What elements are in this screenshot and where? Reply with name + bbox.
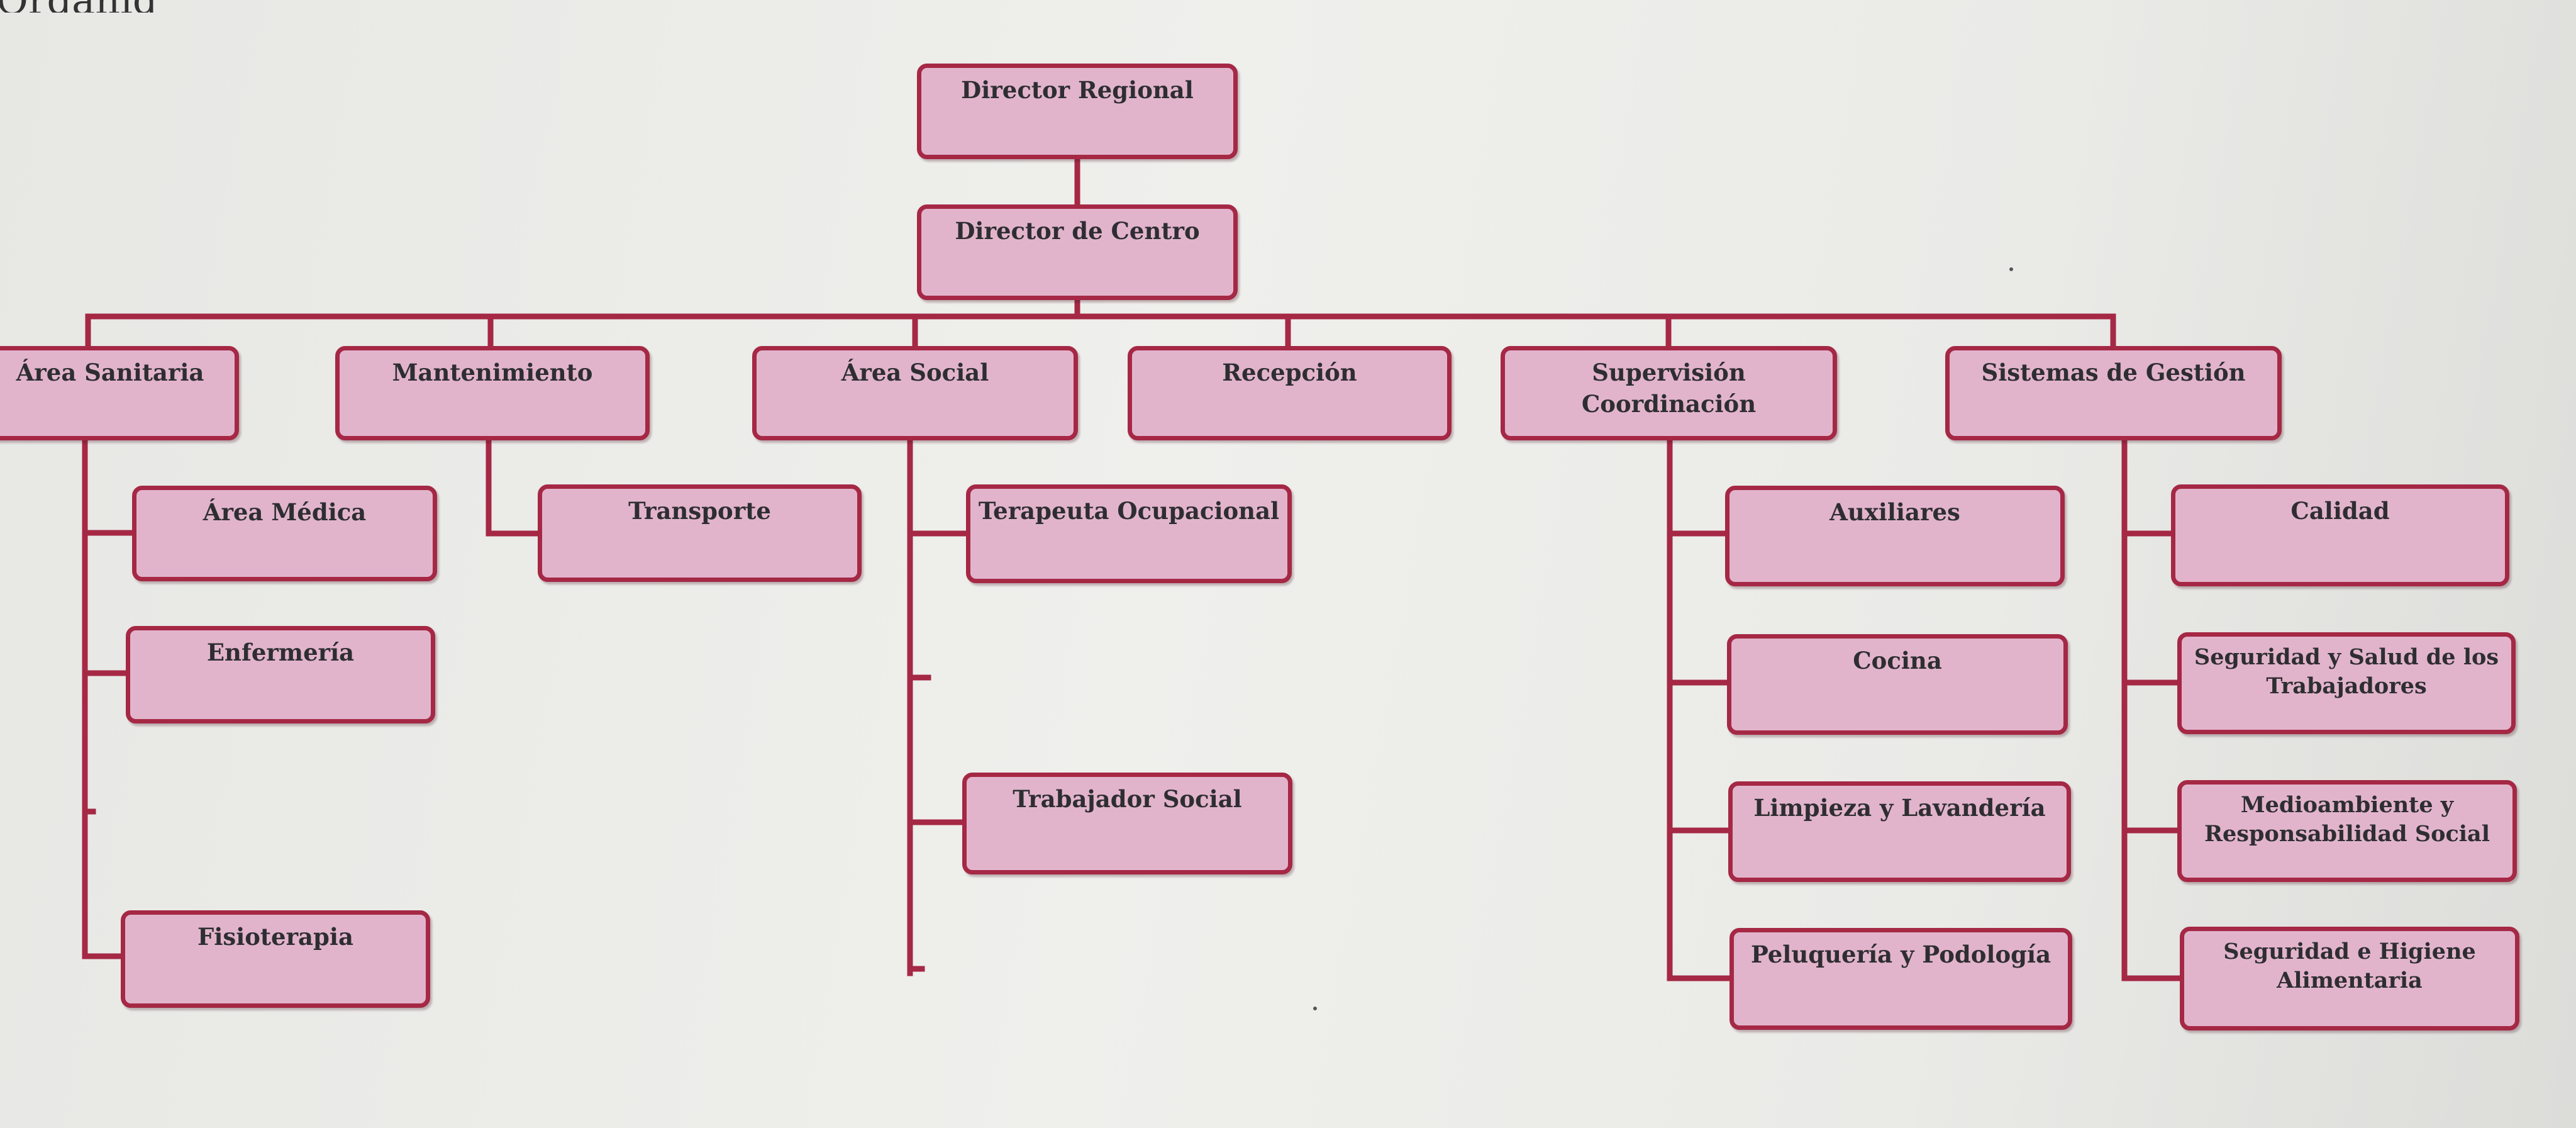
box-cocina: Cocina: [1727, 634, 2068, 735]
label-peluqueria-podologia: Peluquería y Podología: [1750, 941, 2051, 968]
paper-speck: [1313, 1007, 1317, 1010]
box-area-medica: Área Médica: [132, 486, 437, 581]
box-director-regional: Director Regional: [917, 64, 1238, 159]
label-transporte: Transporte: [628, 497, 771, 525]
box-area-sanitaria: Área Sanitaria: [0, 346, 239, 440]
label-director-regional: Director Regional: [961, 76, 1194, 104]
label-area-medica: Área Médica: [203, 498, 367, 526]
box-recepcion: Recepción: [1128, 346, 1452, 440]
paper-speck: [2009, 267, 2013, 271]
box-auxiliares: Auxiliares: [1725, 486, 2065, 586]
box-peluqueria-podologia: Peluquería y Podología: [1729, 928, 2072, 1030]
box-sistemas-gestion: Sistemas de Gestión: [1945, 346, 2282, 440]
label-seguridad-higiene-1: Seguridad e Higiene: [2223, 939, 2476, 964]
label-limpieza-lavanderia: Limpieza y Lavandería: [1753, 794, 2046, 822]
box-transporte: Transporte: [538, 484, 862, 582]
label-seguridad-salud-2: Trabajadores: [2266, 673, 2427, 699]
label-coordinacion: Coordinación: [1581, 390, 1757, 418]
label-director-centro: Director de Centro: [955, 217, 1200, 245]
connector-mantenimiento-trunk: [486, 434, 544, 537]
box-director-centro: Director de Centro: [917, 204, 1238, 300]
box-enfermeria: Enfermería: [126, 626, 435, 723]
label-seguridad-higiene-2: Alimentaria: [2277, 968, 2423, 993]
label-calidad: Calidad: [2290, 497, 2390, 525]
box-trabajador-social: Trabajador Social: [962, 773, 1292, 874]
label-seguridad-salud-1: Seguridad y Salud de los: [2194, 644, 2499, 670]
page-heading-fragment: Organig: [0, 0, 158, 13]
label-area-sanitaria: Área Sanitaria: [16, 359, 204, 386]
box-supervision-coordinacion: Supervisión Coordinación: [1501, 346, 1837, 440]
box-area-social: Área Social: [752, 346, 1078, 440]
label-enfermeria: Enfermería: [206, 639, 355, 666]
label-terapeuta-ocupacional: Terapeuta Ocupacional: [978, 497, 1280, 525]
box-mantenimiento: Mantenimiento: [335, 346, 650, 440]
box-fisioterapia: Fisioterapia: [121, 910, 430, 1008]
box-medioambiente-responsabilidad: Medioambiente y Responsabilidad Social: [2177, 780, 2517, 882]
label-sistemas-gestion: Sistemas de Gestión: [1981, 359, 2246, 386]
box-calidad: Calidad: [2171, 484, 2509, 586]
label-cocina: Cocina: [1853, 647, 1942, 674]
box-limpieza-lavanderia: Limpieza y Lavandería: [1728, 781, 2071, 882]
label-area-social: Área Social: [841, 359, 989, 386]
label-supervision: Supervisión: [1592, 359, 1746, 386]
box-seguridad-salud-trabajadores: Seguridad y Salud de los Trabajadores: [2177, 632, 2516, 734]
label-trabajador-social: Trabajador Social: [1013, 785, 1242, 813]
box-terapeuta-ocupacional: Terapeuta Ocupacional: [966, 484, 1292, 583]
connector-sistemas-trunk: [2121, 434, 2185, 981]
label-mantenimiento: Mantenimiento: [392, 359, 593, 386]
label-fisioterapia: Fisioterapia: [197, 923, 353, 951]
label-recepcion: Recepción: [1222, 359, 1357, 386]
box-seguridad-higiene-alimentaria: Seguridad e Higiene Alimentaria: [2180, 927, 2519, 1030]
connector-area-sanitaria-trunk: [82, 434, 129, 959]
label-medioambiente-2: Responsabilidad Social: [2204, 821, 2490, 847]
label-medioambiente-1: Medioambiente y: [2240, 792, 2454, 818]
label-auxiliares: Auxiliares: [1829, 498, 1960, 526]
connector-supervision-trunk: [1667, 434, 1731, 981]
